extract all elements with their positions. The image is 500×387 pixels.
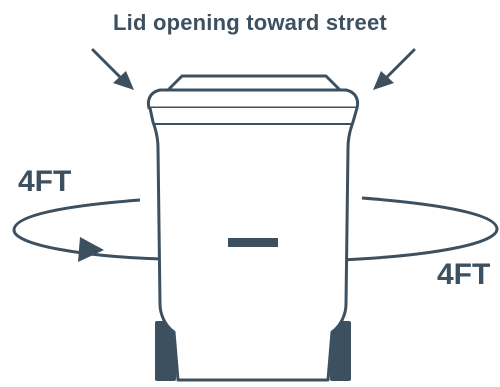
right-clearance-label: 4FT xyxy=(437,258,491,291)
arrow-down-right-icon xyxy=(91,48,134,90)
left-wheel xyxy=(155,321,176,381)
trash-cart-icon xyxy=(146,74,360,382)
cart-front-bar xyxy=(228,238,278,247)
left-clearance-label: 4FT xyxy=(18,165,72,198)
rotation-arrowhead-icon xyxy=(78,237,104,262)
right-wheel xyxy=(330,321,351,381)
arrow-down-left-icon xyxy=(373,48,416,90)
lid-direction-caption: Lid opening toward street xyxy=(113,10,387,35)
